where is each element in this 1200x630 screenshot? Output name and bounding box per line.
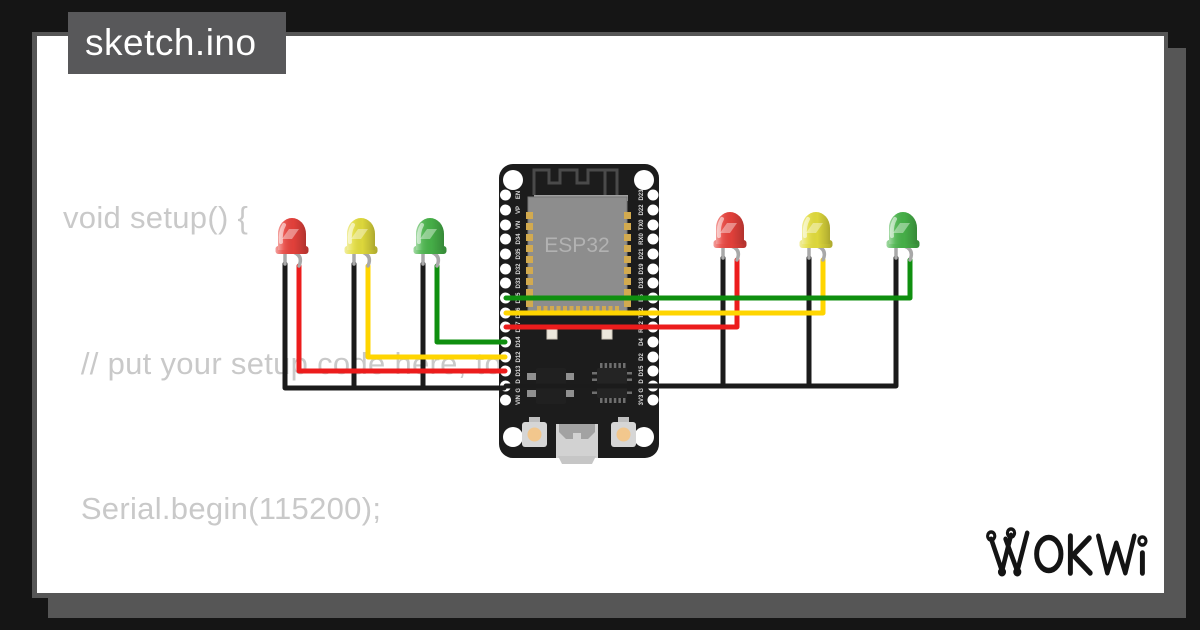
svg-text:D15: D15 xyxy=(639,365,645,377)
svg-text:D2: D2 xyxy=(639,353,645,361)
svg-text:D12: D12 xyxy=(516,351,522,363)
svg-text:D32: D32 xyxy=(516,263,522,275)
svg-text:D22: D22 xyxy=(639,204,645,216)
wire-d27-red[interactable] xyxy=(503,257,740,330)
gnd-wire-left[interactable] xyxy=(282,261,507,391)
svg-text:D18: D18 xyxy=(639,277,645,289)
leds xyxy=(275,212,920,268)
code-line: Serial.begin(115200); xyxy=(63,491,382,526)
wire-d26-yellow[interactable] xyxy=(503,257,826,316)
svg-text:D35: D35 xyxy=(516,248,522,260)
led-green[interactable] xyxy=(413,218,447,268)
mounting-hole xyxy=(634,170,654,190)
svg-text:D13: D13 xyxy=(516,365,522,377)
svg-text:D14: D14 xyxy=(516,336,522,348)
svg-text:VP: VP xyxy=(516,206,522,214)
svg-text:VIN: VIN xyxy=(516,395,522,405)
svg-text:D19: D19 xyxy=(639,263,645,275)
svg-text:3V3: 3V3 xyxy=(639,394,645,405)
module-pads xyxy=(526,212,631,314)
wifi-antenna xyxy=(532,168,619,195)
svg-text:D23: D23 xyxy=(639,189,645,201)
boot-button[interactable] xyxy=(611,417,636,447)
led-red[interactable] xyxy=(275,218,309,268)
led-yellow[interactable] xyxy=(799,212,833,262)
wire-d12-yellow[interactable] xyxy=(365,263,508,360)
svg-text:D34: D34 xyxy=(516,233,522,245)
svg-text:RX0: RX0 xyxy=(639,233,645,245)
mounting-hole xyxy=(503,170,523,190)
sketch-filename: sketch.ino xyxy=(85,22,257,63)
wokwi-logo xyxy=(986,527,1148,577)
sketch-filename-badge: sketch.ino xyxy=(68,12,286,74)
wire-d14-green[interactable] xyxy=(434,263,508,345)
esp32-module-label: ESP32 xyxy=(544,234,609,257)
gnd-wire-right[interactable] xyxy=(503,255,899,389)
svg-text:EN: EN xyxy=(516,191,522,199)
svg-text:VN: VN xyxy=(516,221,522,229)
led-green[interactable] xyxy=(886,212,920,262)
wires[interactable] xyxy=(282,255,913,391)
svg-text:D33: D33 xyxy=(516,277,522,289)
en-button[interactable] xyxy=(522,417,547,447)
mounting-hole xyxy=(503,427,523,447)
wire-d25-green[interactable] xyxy=(503,257,913,301)
wire-d13-red[interactable] xyxy=(296,263,508,374)
usb-connector xyxy=(556,424,598,464)
esp32-module xyxy=(527,196,628,312)
led-red[interactable] xyxy=(713,212,747,262)
usb-serial-chip xyxy=(592,363,632,403)
code-line: void setup() { xyxy=(63,200,249,235)
svg-text:D21: D21 xyxy=(639,248,645,260)
led-yellow[interactable] xyxy=(344,218,378,268)
svg-text:TX0: TX0 xyxy=(639,219,645,231)
mounting-hole xyxy=(634,427,654,447)
svg-text:D4: D4 xyxy=(639,338,645,346)
